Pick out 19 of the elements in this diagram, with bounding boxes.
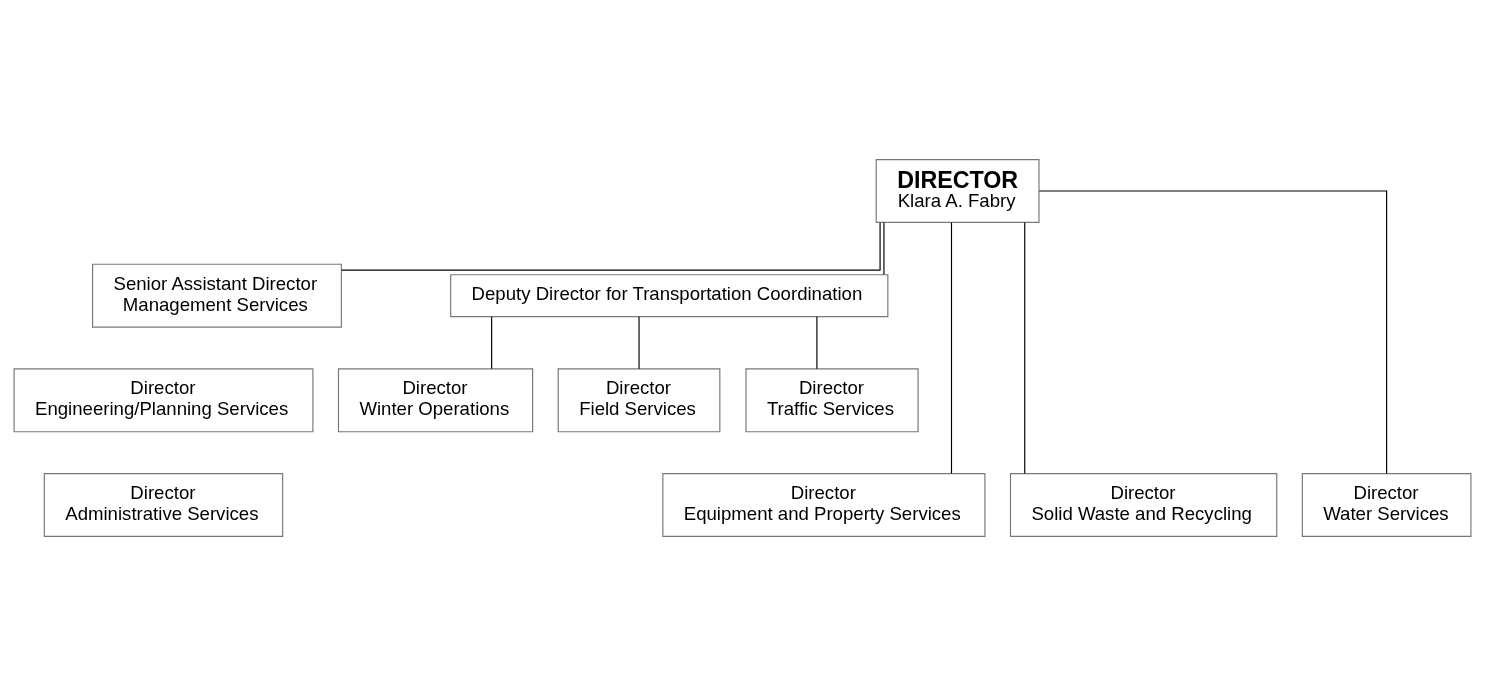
connector xyxy=(1024,222,1026,474)
node-box: Director Traffic Services xyxy=(745,368,919,433)
connector xyxy=(341,222,881,271)
node-box: Deputy Director for Transportation Coordination xyxy=(450,274,889,318)
node-box: Senior Assistant Director Management Services xyxy=(92,263,342,328)
connector xyxy=(950,222,953,474)
connector xyxy=(1038,190,1388,474)
connector xyxy=(491,316,493,370)
node-box: Director Solid Waste and Recycling xyxy=(1009,473,1278,537)
node-box: Director Administrative Services xyxy=(43,473,284,537)
node-box: Director Engineering/Planning Services xyxy=(13,368,314,433)
connector xyxy=(883,221,885,276)
node-box: DIRECTOR Klara A. Fabry xyxy=(875,159,1040,223)
node-box: Director Field Services xyxy=(557,368,721,433)
node-box: Director Equipment and Property Services xyxy=(662,473,986,537)
connector xyxy=(638,316,640,370)
node-box: Director Water Services xyxy=(1301,473,1472,537)
connector xyxy=(816,316,818,370)
node-box: Director Winter Operations xyxy=(337,368,534,433)
